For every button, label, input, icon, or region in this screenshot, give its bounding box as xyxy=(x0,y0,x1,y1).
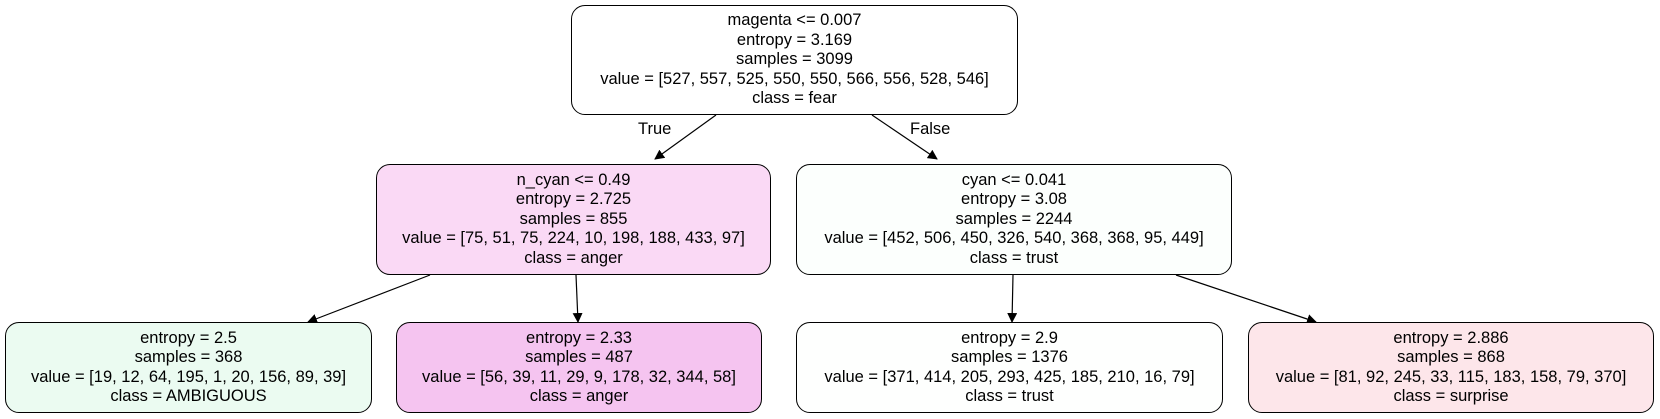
node-entropy: entropy = 3.08 xyxy=(961,190,1067,209)
node-value: value = [56, 39, 11, 29, 9, 178, 32, 344… xyxy=(422,367,736,386)
edge-n1-l2 xyxy=(572,274,583,323)
node-samples: samples = 3099 xyxy=(736,50,853,69)
edge-label-true: True xyxy=(638,120,672,138)
node-samples: samples = 2244 xyxy=(955,209,1073,228)
node-value: value = [452, 506, 450, 326, 540, 368, 3… xyxy=(824,229,1204,248)
node-value: value = [19, 12, 64, 195, 1, 20, 156, 89… xyxy=(30,367,347,386)
leaf-node-3: entropy = 2.9 samples = 1376 value = [37… xyxy=(796,322,1223,413)
edge-n2-l4 xyxy=(1175,274,1317,324)
node-value: value = [527, 557, 525, 550, 550, 566, 5… xyxy=(600,69,989,88)
node-class: class = anger xyxy=(529,387,629,405)
leaf-node-4: entropy = 2.886 samples = 868 value = [8… xyxy=(1248,322,1654,413)
node-samples: samples = 368 xyxy=(134,348,243,366)
node-entropy: entropy = 2.33 xyxy=(526,328,632,347)
node-split: magenta <= 0.007 xyxy=(727,11,862,30)
edge-n1-l1 xyxy=(307,274,431,324)
node-entropy: entropy = 2.5 xyxy=(140,328,237,347)
node-entropy: entropy = 3.169 xyxy=(736,30,853,49)
node-value: value = [371, 414, 205, 293, 425, 185, 2… xyxy=(824,367,1195,386)
root-node: magenta <= 0.007 entropy = 3.169 samples… xyxy=(571,5,1018,115)
node-class: class = trust xyxy=(969,248,1059,267)
node-value: value = [81, 92, 245, 33, 115, 183, 158,… xyxy=(1275,367,1627,386)
node-samples: samples = 487 xyxy=(525,348,633,366)
edge-root-n1 xyxy=(654,114,717,160)
node-value: value = [75, 51, 75, 224, 10, 198, 188, … xyxy=(402,229,745,248)
node-split: cyan <= 0.041 xyxy=(961,170,1067,189)
node-class: class = fear xyxy=(752,89,837,108)
node-class: class = anger xyxy=(524,248,623,267)
edge-root-n2 xyxy=(871,114,938,160)
node-samples: samples = 868 xyxy=(1397,348,1505,366)
node-class: class = trust xyxy=(965,387,1054,405)
edge-n2-l3 xyxy=(1007,274,1018,323)
node-class: class = surprise xyxy=(1393,387,1509,405)
edge-label-false: False xyxy=(910,120,951,138)
node-entropy: entropy = 2.725 xyxy=(515,190,632,209)
node-class: class = AMBIGUOUS xyxy=(110,387,267,405)
internal-node-right: cyan <= 0.041 entropy = 3.08 samples = 2… xyxy=(796,164,1232,275)
leaf-node-2: entropy = 2.33 samples = 487 value = [56… xyxy=(396,322,762,413)
node-split: n_cyan <= 0.49 xyxy=(516,170,631,189)
internal-node-left: n_cyan <= 0.49 entropy = 2.725 samples =… xyxy=(376,164,771,275)
node-samples: samples = 855 xyxy=(519,209,628,228)
node-entropy: entropy = 2.9 xyxy=(961,328,1058,347)
node-entropy: entropy = 2.886 xyxy=(1393,328,1509,347)
leaf-node-1: entropy = 2.5 samples = 368 value = [19,… xyxy=(5,322,372,413)
node-samples: samples = 1376 xyxy=(951,348,1068,366)
